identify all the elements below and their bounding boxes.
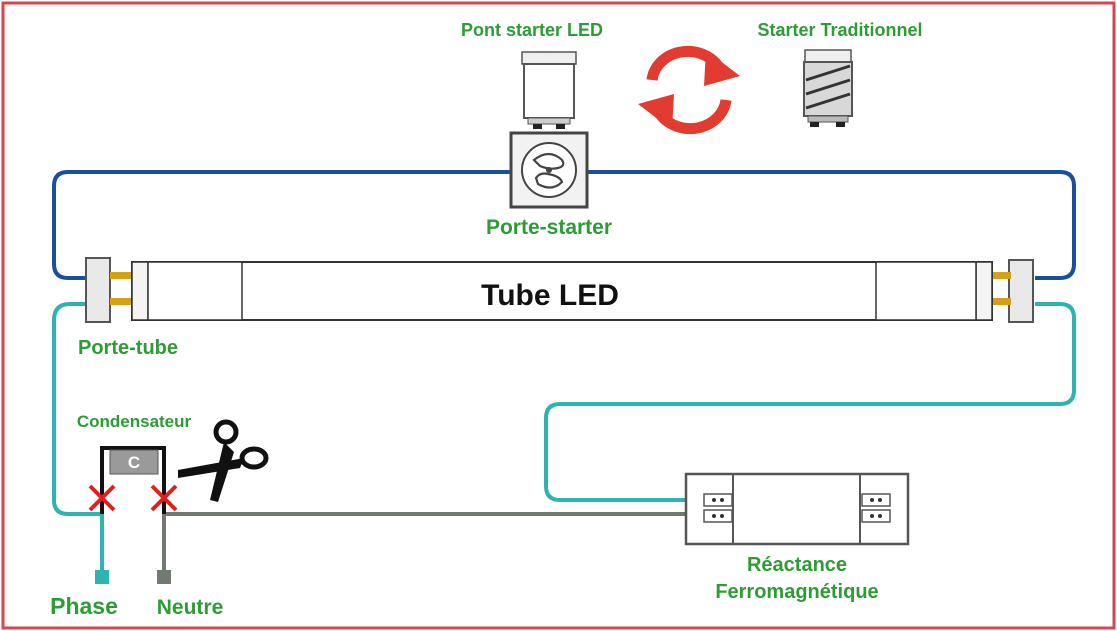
traditional-starter-label: Starter Traditionnel — [757, 20, 922, 40]
capacitor-leads — [100, 446, 166, 514]
traditional-starter — [803, 49, 853, 127]
capacitor-symbol: C — [128, 453, 140, 472]
starter-holder-label: Porte-starter — [486, 216, 612, 239]
tube-holder-label: Porte-tube — [78, 337, 178, 359]
neutre-terminal — [157, 570, 171, 584]
phase-terminal — [95, 570, 109, 584]
ballast-label-line1: Réactance — [747, 554, 847, 576]
cross-mark-icon — [88, 484, 116, 512]
led-starter-bridge-label: Pont starter LED — [461, 20, 603, 40]
capacitor — [109, 449, 159, 475]
right-tube-holder — [989, 259, 1034, 323]
left-tube-holder — [85, 257, 132, 323]
phase-label: Phase — [50, 593, 118, 619]
led-tube — [131, 261, 993, 321]
ballast — [684, 472, 910, 546]
ballast-label-line2: Ferromagnétique — [715, 581, 878, 603]
swap-arrows-icon — [638, 45, 740, 135]
tube-label: Tube LED — [481, 279, 619, 312]
scissors-icon — [178, 419, 269, 502]
teal-wire-reactance — [544, 302, 1076, 502]
blue-wire — [52, 170, 1076, 280]
starter-holder — [509, 131, 589, 209]
capacitor-label: Condensateur — [77, 412, 192, 431]
led-starter-bridge — [521, 51, 577, 129]
neutre-label: Neutre — [157, 596, 224, 619]
cross-mark-icon — [150, 484, 178, 512]
teal-wire-phase — [52, 302, 104, 572]
